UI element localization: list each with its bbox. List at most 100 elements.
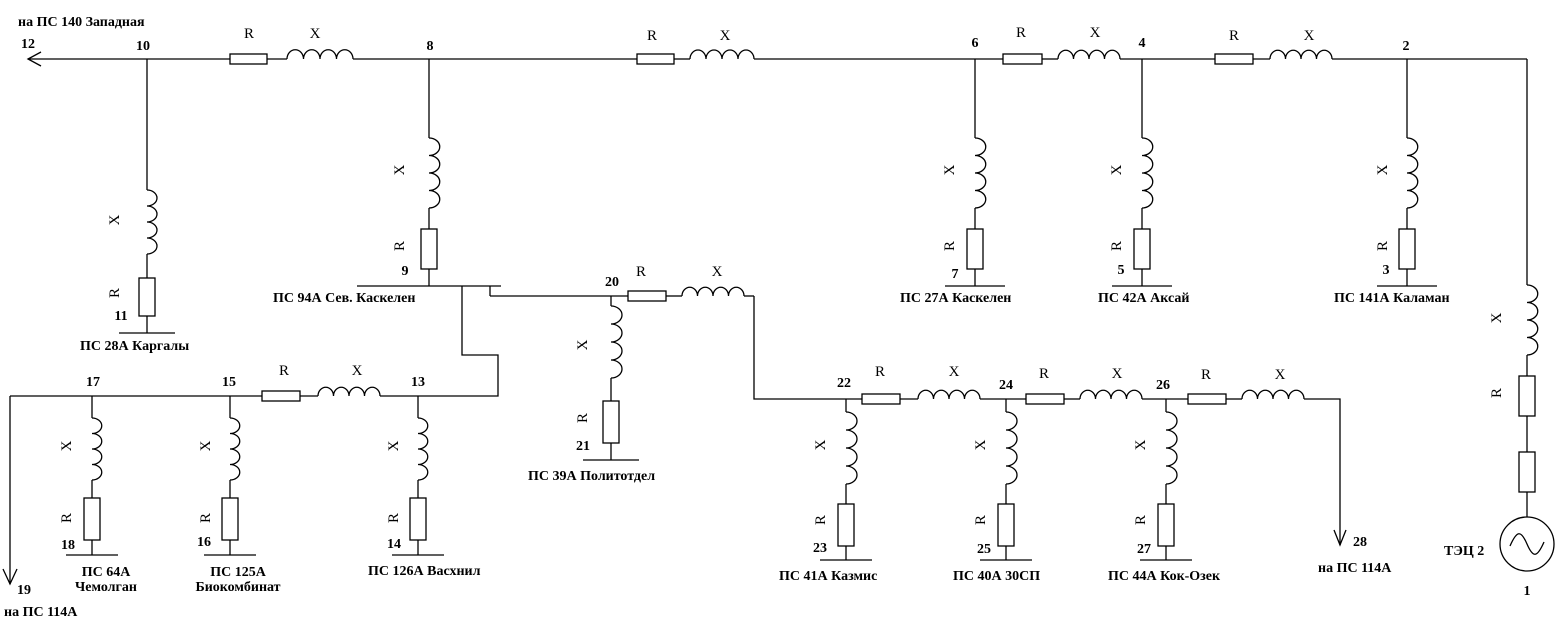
substation-kargaly-label: ПС 28А Каргалы <box>80 339 189 354</box>
reactor-20-21 <box>610 305 623 379</box>
r-label: R <box>386 513 402 523</box>
node-25: 25 <box>977 542 991 557</box>
x-label: X <box>392 164 408 175</box>
node-16: 16 <box>197 535 211 550</box>
node-21: 21 <box>576 439 590 454</box>
substation-125a-name: Биокомбинат <box>195 580 280 595</box>
r-label: R <box>636 264 646 280</box>
resistor-22-24 <box>861 393 901 405</box>
resistor-4-2 <box>1214 53 1254 65</box>
node-19: 19 <box>17 583 31 598</box>
reactor-24-26 <box>1079 389 1143 400</box>
wire-to-22 <box>753 296 862 400</box>
x-label: X <box>1109 164 1125 175</box>
substation-94a-label: ПС 94А Сев. Каскелен <box>273 291 415 306</box>
elements <box>66 49 1555 572</box>
x-label: X <box>1133 439 1149 450</box>
resistor-6-4 <box>1002 53 1043 65</box>
r-label: R <box>392 241 408 251</box>
x-label: X <box>942 164 958 175</box>
reactor-22-24 <box>917 389 981 400</box>
substation-64a-label: ПС 64А <box>82 565 132 580</box>
wire-9-13 <box>380 286 499 397</box>
node-22: 22 <box>837 376 851 391</box>
resistor-15-13 <box>261 390 301 402</box>
reactor-8-6 <box>689 49 755 60</box>
reactor-26-27 <box>1165 411 1178 485</box>
reactor-20-22 <box>681 286 745 297</box>
node-9: 9 <box>402 264 409 279</box>
node-17: 17 <box>86 375 100 390</box>
x-label: X <box>59 440 75 451</box>
r-label: R <box>1229 28 1239 44</box>
resistor-17-18 <box>83 497 101 541</box>
reactor-15-16 <box>229 417 241 481</box>
r-label: R <box>107 288 123 298</box>
x-label: X <box>720 28 731 44</box>
x-label: X <box>107 214 123 225</box>
x-label: X <box>386 440 402 451</box>
r-label: R <box>575 413 591 423</box>
node-3: 3 <box>1383 263 1390 278</box>
node-1: 1 <box>1524 584 1531 599</box>
reactor-4-2 <box>1269 49 1333 60</box>
r-label: R <box>59 513 75 523</box>
r-label: R <box>244 26 254 42</box>
r-label: R <box>279 363 289 379</box>
substation-40a-label: ПС 40А 30СП <box>953 569 1040 584</box>
resistor-2-3 <box>1398 228 1416 270</box>
x-label: X <box>1090 25 1101 41</box>
node-14: 14 <box>387 537 401 552</box>
node-8: 8 <box>427 39 434 54</box>
resistor-4-5 <box>1133 228 1151 270</box>
node-26: 26 <box>1156 378 1170 393</box>
node-2: 2 <box>1403 39 1410 54</box>
x-label: X <box>575 339 591 350</box>
node-5: 5 <box>1118 263 1125 278</box>
r-label: R <box>973 515 989 525</box>
node-20: 20 <box>605 275 619 290</box>
x-label: X <box>949 364 960 380</box>
substation-141a-label: ПС 141А Каламан <box>1334 291 1450 306</box>
resistor-24-25 <box>997 503 1015 547</box>
x-label: X <box>973 439 989 450</box>
substation-126a-label: ПС 126А Васхнил <box>368 564 481 579</box>
reactor-22-23 <box>845 411 858 485</box>
x-label: X <box>813 439 829 450</box>
generator-sine-icon <box>1509 533 1545 555</box>
node-11: 11 <box>114 309 127 324</box>
x-label: X <box>1375 164 1391 175</box>
reactor-10-8 <box>286 49 354 60</box>
substation-64a-name: Чемолган <box>75 580 137 595</box>
node-15: 15 <box>222 375 236 390</box>
r-label: R <box>813 515 829 525</box>
reactor-17-18 <box>91 417 103 481</box>
r-label: R <box>1016 25 1026 41</box>
reactor-4-5 <box>1141 137 1154 209</box>
node-23: 23 <box>813 541 827 556</box>
resistor-10-11 <box>138 277 156 317</box>
resistor-15-16 <box>221 497 239 541</box>
resistor-8-9 <box>420 228 438 270</box>
r-label: R <box>1489 388 1505 398</box>
resistor-2-1 <box>1518 375 1536 417</box>
reactor-6-4 <box>1057 49 1121 60</box>
node-27: 27 <box>1137 542 1151 557</box>
r-label: R <box>198 513 214 523</box>
node-24: 24 <box>999 378 1013 393</box>
x-label: X <box>352 363 363 379</box>
node-4: 4 <box>1139 36 1146 51</box>
r-label: R <box>1109 241 1125 251</box>
reactor-15-13 <box>317 386 381 397</box>
r-label: R <box>942 241 958 251</box>
reactor-24-25 <box>1005 411 1018 485</box>
resistor-20-21 <box>602 400 620 444</box>
reactor-10-11 <box>146 189 158 255</box>
reactor-8-9 <box>428 137 441 209</box>
reactor-6-7 <box>974 137 987 209</box>
generator-tec2-label: ТЭЦ 2 <box>1444 544 1484 559</box>
reactor-2-1 <box>1526 284 1539 356</box>
